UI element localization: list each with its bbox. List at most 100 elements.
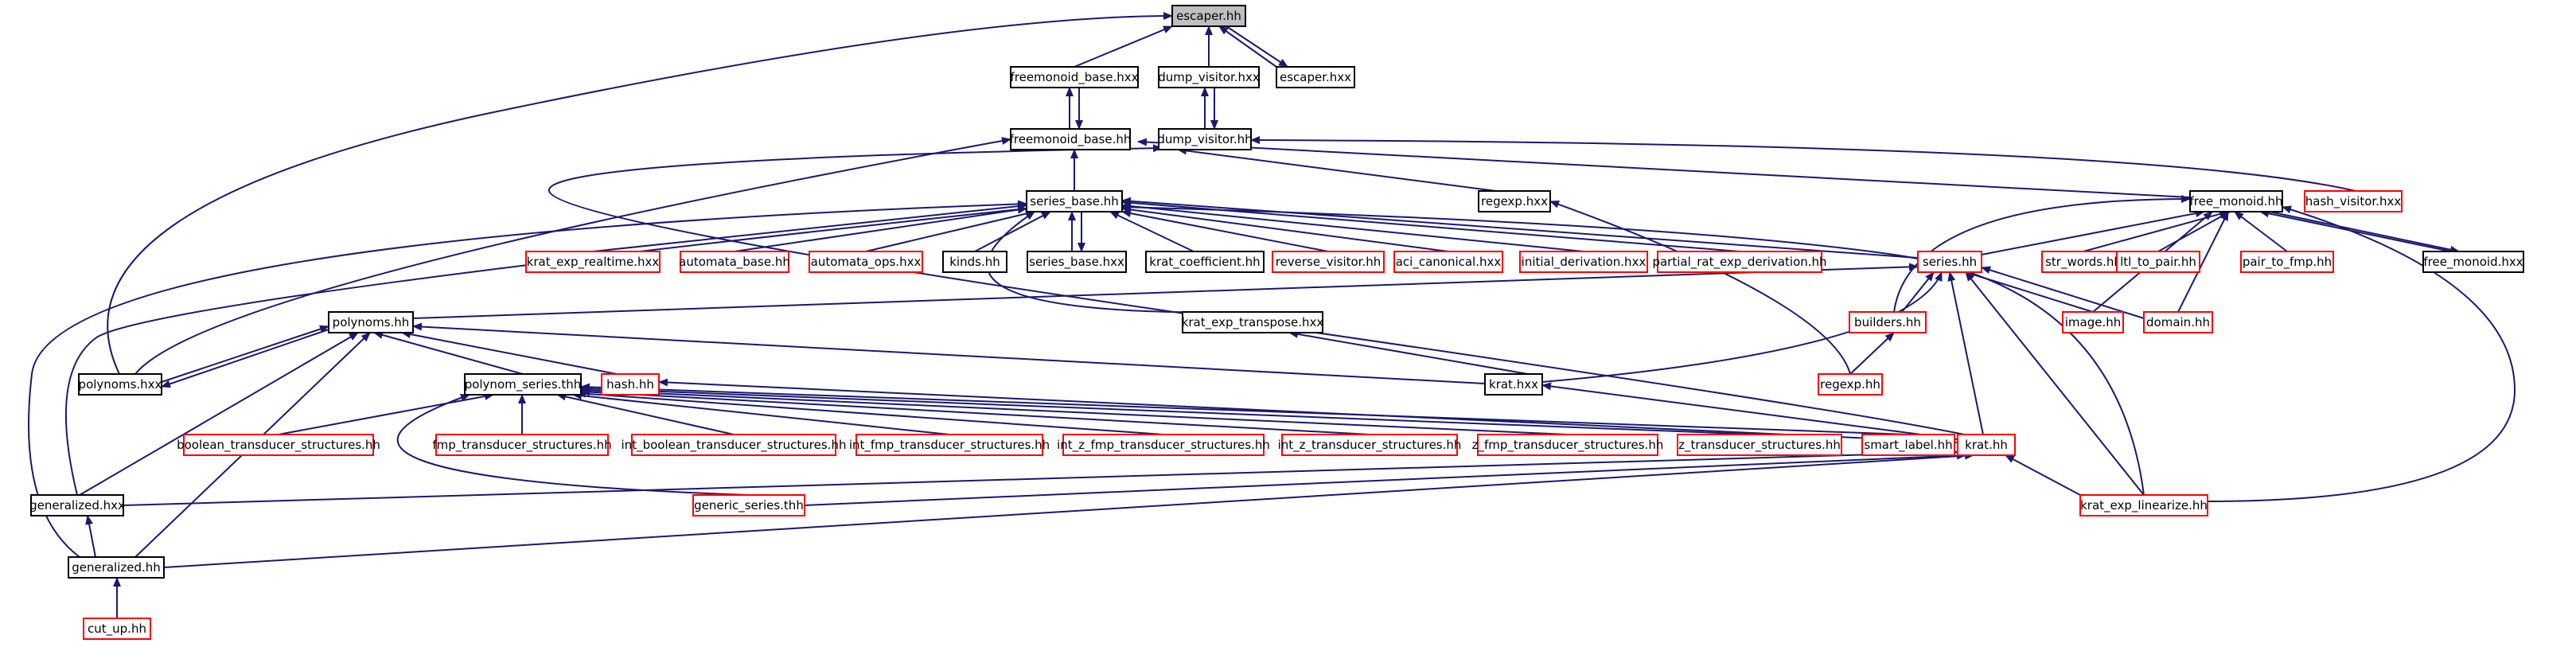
node-label: z_fmp_transducer_structures.hh: [1472, 438, 1664, 453]
node-label: regexp.hh: [1820, 377, 1880, 392]
node-label: freemonoid_base.hxx: [1010, 70, 1138, 85]
node-krat-exp-realtime-hxx[interactable]: krat_exp_realtime.hxx: [525, 251, 661, 273]
node-free-monoid-hxx[interactable]: free_monoid.hxx: [2422, 251, 2524, 273]
edge-generalized-hh-to-krat-hh: [163, 451, 1974, 568]
node-automata-ops-hxx[interactable]: automata_ops.hxx: [809, 251, 923, 273]
node-image-hh[interactable]: image.hh: [2062, 311, 2124, 333]
node-box: [30, 494, 124, 516]
edge-smart-label-hh-to-polynom-series-thh: [580, 383, 1909, 435]
node-label: int_z_fmp_transducer_structures.hh: [1057, 438, 1270, 453]
node-series-base-hh[interactable]: series_base.hh: [1026, 190, 1123, 212]
node-fmp-transducer-structures-hh[interactable]: fmp_transducer_structures.hh: [432, 434, 612, 456]
node-int-z-transducer-structures-hh[interactable]: int_z_transducer_structures.hh: [1278, 434, 1462, 456]
node-krat-exp-transpose-hxx[interactable]: krat_exp_transpose.hxx: [1182, 311, 1324, 333]
edge-int-z-transducer-structures-hh-to-polynom-series-thh: [580, 388, 1370, 435]
node-label: polynoms.hxx: [79, 377, 162, 392]
node-int-fmp-transducer-structures-hh[interactable]: int_fmp_transducer_structures.hh: [849, 434, 1050, 456]
node-z-fmp-transducer-structures-hh[interactable]: z_fmp_transducer_structures.hh: [1472, 434, 1664, 456]
node-free-monoid-hh[interactable]: free_monoid.hh: [2189, 190, 2283, 212]
node-freemonoid-base-hxx[interactable]: freemonoid_base.hxx: [1010, 66, 1139, 88]
node-dump-visitor-hh[interactable]: dump_visitor.hh: [1157, 128, 1253, 150]
node-label: boolean_transducer_structures.hh: [177, 438, 380, 453]
node-escaper-hxx[interactable]: escaper.hxx: [1276, 66, 1355, 88]
node-ltl-to-pair-hh[interactable]: ltl_to_pair.hh: [2116, 251, 2200, 273]
node-hash-visitor-hxx[interactable]: hash_visitor.hxx: [2304, 190, 2403, 212]
node-domain-hh[interactable]: domain.hh: [2143, 311, 2213, 333]
node-box: [1272, 251, 1385, 273]
node-box: [328, 311, 414, 333]
node-str-words-hh[interactable]: str_words.hh: [2041, 251, 2126, 273]
edge-krat-exp-linearize-hh-to-series-base-hh: [1121, 203, 2145, 496]
node-generalized-hxx[interactable]: generalized.hxx: [29, 494, 125, 516]
node-int-z-fmp-transducer-structures-hh[interactable]: int_z_fmp_transducer_structures.hh: [1057, 434, 1270, 456]
node-generalized-hh[interactable]: generalized.hh: [68, 556, 165, 579]
node-builders-hh[interactable]: builders.hh: [1849, 311, 1927, 333]
node-freemonoid-base-hh[interactable]: freemonoid_base.hh: [1010, 128, 1132, 150]
node-smart-label-hh[interactable]: smart_label.hh: [1861, 434, 1955, 456]
node-label: hash.hh: [606, 377, 654, 392]
edge-generalized-hxx-to-series-base-hh: [64, 205, 1027, 496]
node-box: [1062, 434, 1265, 456]
node-label: initial_derivation.hxx: [1522, 255, 1647, 270]
node-box: [78, 373, 162, 396]
edge-free-monoid-hh-to-freemonoid-base-hh: [1137, 138, 2191, 198]
node-generic-series-thh[interactable]: generic_series.thh: [692, 494, 805, 516]
edge-polynoms-hxx-to-escaper-hh: [107, 12, 1173, 375]
node-box: [1477, 434, 1658, 456]
node-aci-canonical-hxx[interactable]: aci_canonical.hxx: [1393, 251, 1503, 273]
node-krat-hxx[interactable]: krat.hxx: [1484, 373, 1543, 396]
node-z-transducer-structures-hh[interactable]: z_transducer_structures.hh: [1677, 434, 1842, 456]
edge-krat-exp-transpose-hxx-to-series-base-hh: [986, 211, 1253, 314]
edge-free-monoid-hh-to-free-monoid-hxx: [2269, 211, 2460, 254]
node-label: reverse_visitor.hh: [1276, 255, 1382, 270]
edge-generalized-hh-to-generalized-hxx: [85, 515, 96, 558]
node-kinds-hh[interactable]: kinds.hh: [942, 251, 1007, 273]
edge-generalized-hh-to-series-base-hh: [28, 200, 1027, 558]
node-boolean-transducer-structures-hh[interactable]: boolean_transducer_structures.hh: [177, 434, 380, 456]
node-label: cut_up.hh: [88, 622, 146, 637]
node-automata-base-hh[interactable]: automata_base.hh: [679, 251, 790, 273]
node-box: [1478, 190, 1551, 212]
edge-regexp-hh-to-regexp-hxx: [1549, 201, 1851, 375]
edge-krat-exp-linearize-hh-to-series-hh: [1965, 271, 2145, 496]
node-label: free_monoid.hh: [2189, 194, 2282, 209]
node-label: krat_exp_transpose.hxx: [1182, 315, 1324, 330]
node-box: [809, 251, 923, 273]
node-label: series_base.hxx: [1029, 255, 1124, 270]
node-label: generalized.hxx: [29, 498, 125, 513]
node-reverse-visitor-hh[interactable]: reverse_visitor.hh: [1272, 251, 1385, 273]
node-regexp-hh[interactable]: regexp.hh: [1818, 373, 1883, 396]
node-krat-hh[interactable]: krat.hh: [1957, 434, 2016, 456]
node-box: [1027, 251, 1127, 273]
node-box: [464, 373, 582, 396]
node-krat-exp-linearize-hh[interactable]: krat_exp_linearize.hh: [2079, 494, 2208, 516]
node-regexp-hxx[interactable]: regexp.hxx: [1478, 190, 1551, 212]
node-partial-rat-exp-derivation-hh[interactable]: partial_rat_exp_derivation.hh: [1652, 251, 1827, 273]
node-polynom-series-thh[interactable]: polynom_series.thh: [464, 373, 582, 396]
node-label: free_monoid.hxx: [2423, 255, 2523, 270]
edge-regexp-hh-to-builders-hh: [1849, 332, 1895, 375]
node-box: [1818, 373, 1883, 396]
edge-free-monoid-hxx-to-free-monoid-hh: [2259, 209, 2452, 252]
node-pair-to-fmp-hh[interactable]: pair_to_fmp.hh: [2240, 251, 2334, 273]
node-int-boolean-transducer-structures-hh[interactable]: int_boolean_transducer_structures.hh: [622, 434, 847, 456]
node-krat-coefficient-hh[interactable]: krat_coefficient.hh: [1145, 251, 1265, 273]
node-label: hash_visitor.hxx: [2305, 194, 2402, 209]
node-box: [1484, 373, 1543, 396]
node-label: int_z_transducer_structures.hh: [1278, 438, 1462, 453]
node-series-hh[interactable]: series.hh: [1917, 251, 1982, 273]
edge-initial-derivation-hxx-to-series-base-hh: [1121, 202, 1584, 252]
node-hash-hh[interactable]: hash.hh: [601, 373, 660, 396]
node-box: [1281, 434, 1458, 456]
node-box: [1519, 251, 1648, 273]
node-cut-up-hh[interactable]: cut_up.hh: [83, 618, 151, 640]
node-dump-visitor-hxx[interactable]: dump_visitor.hxx: [1158, 66, 1260, 88]
node-polynoms-hxx[interactable]: polynoms.hxx: [78, 373, 162, 396]
node-box: [1657, 251, 1822, 273]
node-label: generalized.hh: [72, 560, 161, 575]
node-box: [692, 494, 805, 516]
node-series-base-hxx[interactable]: series_base.hxx: [1027, 251, 1127, 273]
node-initial-derivation-hxx[interactable]: initial_derivation.hxx: [1519, 251, 1648, 273]
node-polynoms-hh[interactable]: polynoms.hh: [328, 311, 414, 333]
